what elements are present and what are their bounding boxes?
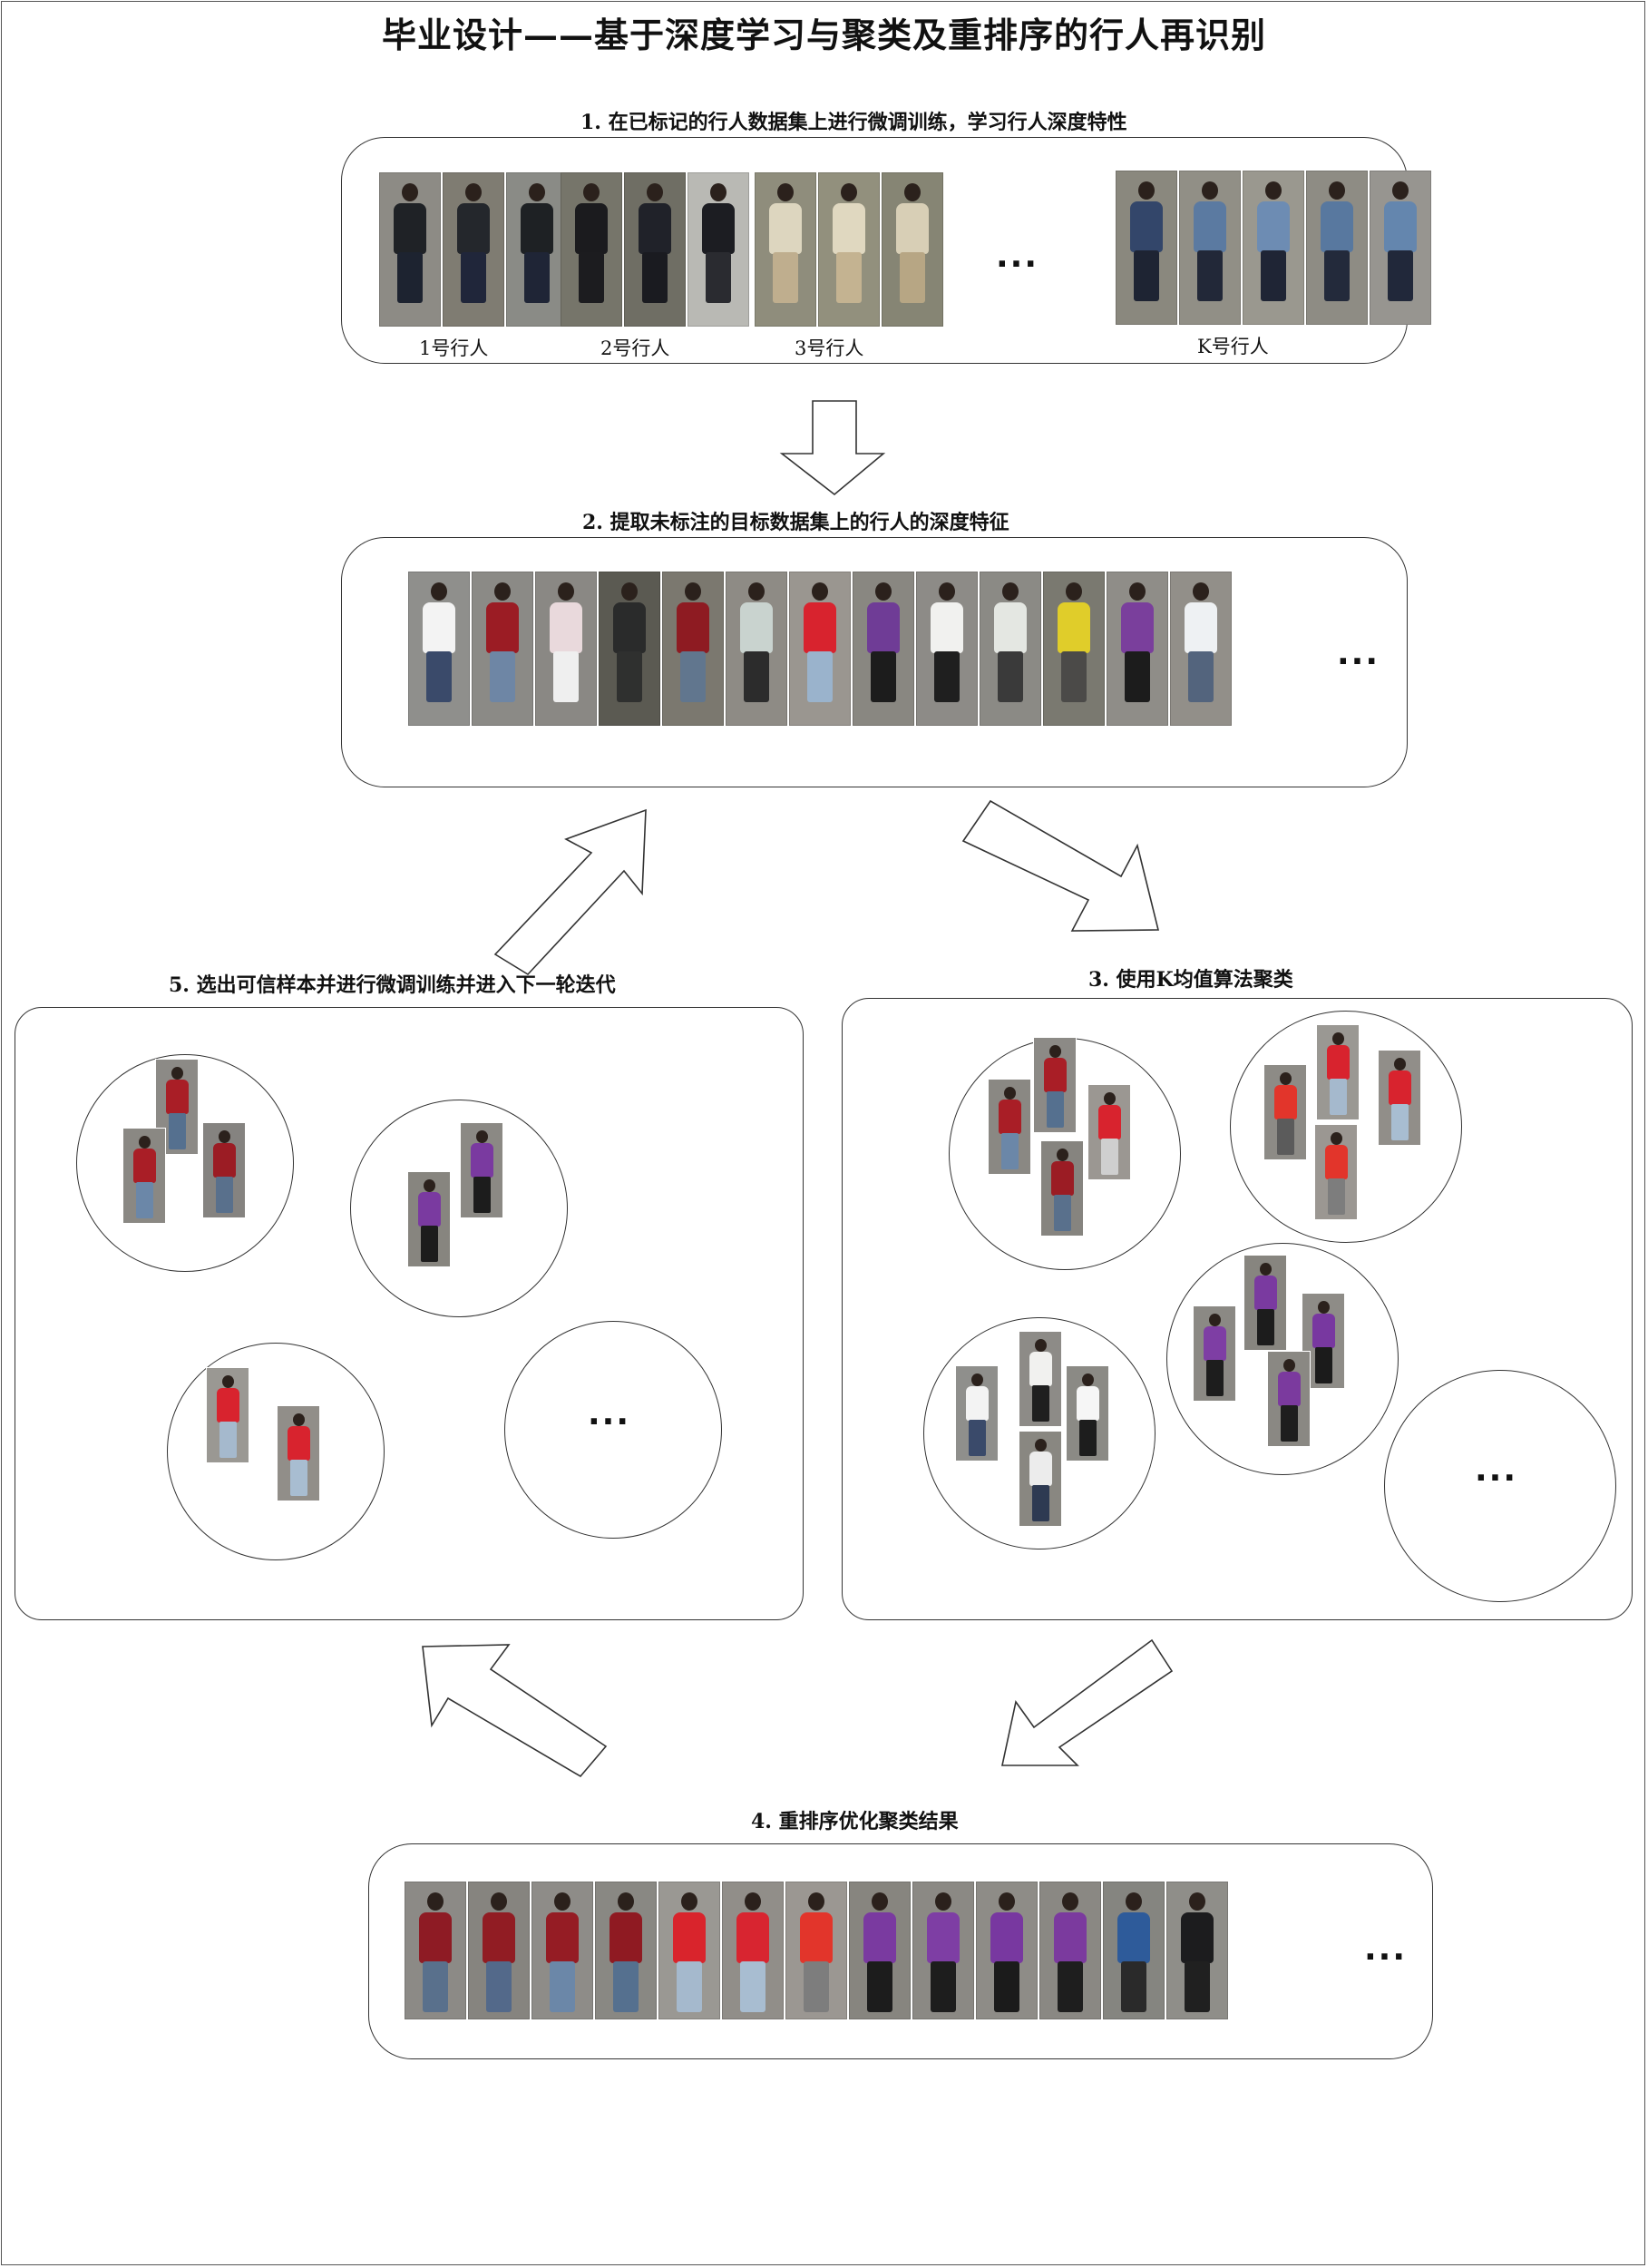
step3-sample [1264, 1065, 1306, 1159]
step5-cluster-purple [350, 1100, 568, 1317]
step3-sample [1034, 1038, 1076, 1132]
pedestrian-1-strip [379, 172, 568, 327]
pedestrian-2-label: 2号行人 [600, 337, 670, 359]
step5-sample [203, 1123, 245, 1217]
pedestrian-image [853, 572, 914, 726]
step5-sample [461, 1123, 502, 1217]
pedestrian-image [687, 172, 749, 327]
arrow-step4-to-step5 [422, 1644, 608, 1778]
step5-cluster-more [504, 1321, 722, 1539]
step1-ellipsis: ... [996, 238, 1039, 275]
step3-sample [1041, 1141, 1083, 1236]
pedestrian-image [408, 572, 470, 726]
step5-ellipsis: ... [588, 1395, 631, 1432]
step4-ellipsis: ... [1364, 1931, 1408, 1968]
step3-sample [1379, 1051, 1420, 1145]
step2-heading: 2. 提取未标注的目标数据集上的行人的深度特征 [582, 511, 1009, 534]
pedestrian-image [785, 1882, 847, 2019]
pedestrian-image [1166, 1882, 1228, 2019]
pedestrian-image [531, 1882, 593, 2019]
pedestrian-image [468, 1882, 530, 2019]
pedestrian-image [882, 172, 943, 327]
pedestrian-image [506, 172, 568, 327]
pedestrian-k-strip [1116, 171, 1431, 325]
pedestrian-image [624, 172, 686, 327]
pedestrian-image [755, 172, 816, 327]
step3-sample [1317, 1025, 1359, 1119]
pedestrian-image [599, 572, 660, 726]
pedestrian-image [658, 1882, 720, 2019]
pedestrian-image [443, 172, 504, 327]
step5-sample [207, 1368, 249, 1462]
pedestrian-image [379, 172, 441, 327]
step3-sample [1315, 1125, 1357, 1219]
step5-heading: 5. 选出可信样本并进行微调训练并进入下一轮迭代 [169, 973, 616, 997]
pedestrian-image [849, 1882, 911, 2019]
arrow-step2-to-step3 [961, 799, 1160, 932]
pedestrian-image [1179, 171, 1241, 325]
step3-sample [1019, 1432, 1061, 1526]
step3-cluster-more [1384, 1370, 1616, 1602]
step3-sample [1244, 1256, 1286, 1350]
pedestrian-image [818, 172, 880, 327]
step3-heading: 3. 使用K均值算法聚类 [1088, 968, 1293, 992]
step3-sample [1088, 1085, 1130, 1179]
pedestrian-image [472, 572, 533, 726]
pedestrian-1-label: 1号行人 [419, 337, 489, 359]
pedestrian-image [1116, 171, 1177, 325]
step4-heading: 4. 重排序优化聚类结果 [751, 1810, 959, 1833]
pedestrian-image [405, 1882, 466, 2019]
pedestrian-image [1039, 1882, 1101, 2019]
pedestrian-image [912, 1882, 974, 2019]
step5-sample [123, 1129, 165, 1223]
step3-sample [1268, 1352, 1310, 1446]
pedestrian-image [789, 572, 851, 726]
step2-ellipsis: ... [1337, 635, 1380, 672]
pedestrian-image [916, 572, 978, 726]
pedestrian-image [561, 172, 622, 327]
step5-cluster-bright-red [167, 1343, 385, 1560]
pedestrian-image [662, 572, 724, 726]
arrow-step3-to-step4 [1001, 1638, 1174, 1766]
pedestrian-image [1107, 572, 1168, 726]
pedestrian-image [595, 1882, 657, 2019]
pedestrian-image [1043, 572, 1105, 726]
step3-sample [989, 1080, 1030, 1174]
step3-sample [1194, 1306, 1235, 1401]
reranked-strip [405, 1882, 1228, 2019]
step5-sample [408, 1172, 450, 1266]
pedestrian-image [726, 572, 787, 726]
diagram-title: 毕业设计——基于深度学习与聚类及重排序的行人再识别 [381, 15, 1266, 55]
pedestrian-image [980, 572, 1041, 726]
pedestrian-image [1370, 171, 1431, 325]
step5-sample [278, 1406, 319, 1501]
pedestrian-3-strip [755, 172, 943, 327]
step3-ellipsis: ... [1475, 1452, 1518, 1489]
arrow-step1-to-step2 [779, 400, 886, 496]
step3-sample [1067, 1366, 1108, 1461]
pedestrian-image [535, 572, 597, 726]
pedestrian-2-strip [561, 172, 749, 327]
step3-sample [1019, 1332, 1061, 1426]
pedestrian-image [976, 1882, 1038, 2019]
pedestrian-k-label: K号行人 [1197, 336, 1269, 357]
unlabeled-target-strip [408, 572, 1232, 726]
pedestrian-image [1243, 171, 1304, 325]
pedestrian-image [1306, 171, 1368, 325]
pedestrian-image [1103, 1882, 1165, 2019]
step3-sample [956, 1366, 998, 1461]
arrow-step5-to-step2 [493, 808, 647, 976]
pedestrian-image [1170, 572, 1232, 726]
step1-heading: 1. 在已标记的行人数据集上进行微调训练，学习行人深度特性 [580, 111, 1127, 134]
pedestrian-3-label: 3号行人 [795, 337, 864, 359]
pedestrian-image [722, 1882, 784, 2019]
